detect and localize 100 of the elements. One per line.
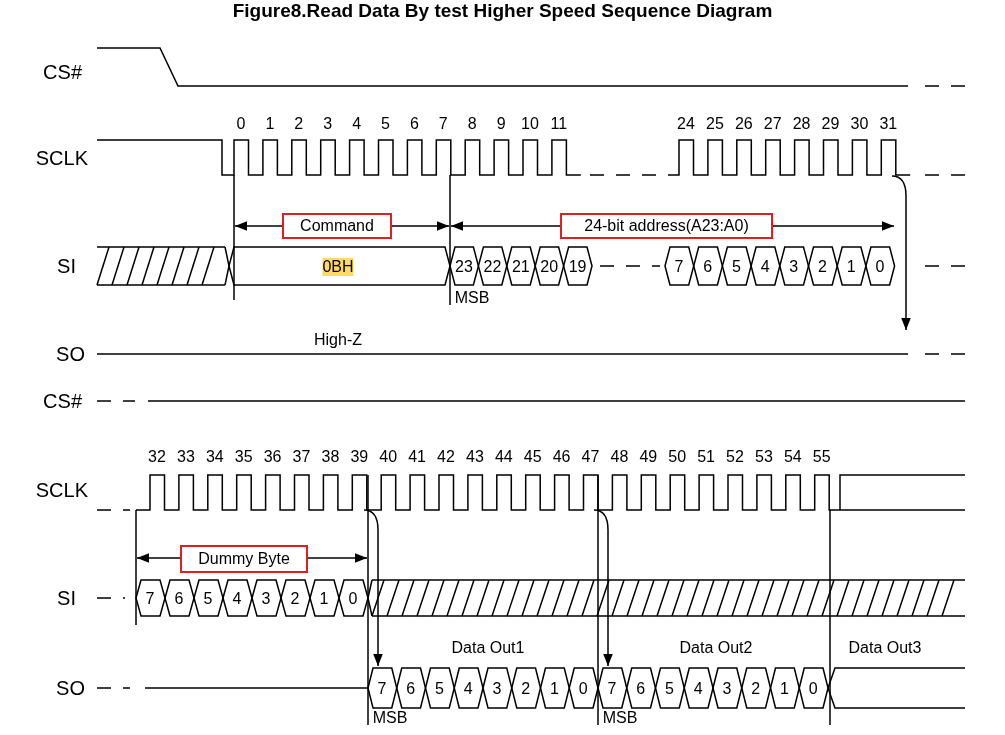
bit-value: 3: [261, 590, 271, 608]
clock-number: 51: [697, 448, 715, 466]
signal-name: SO: [56, 679, 85, 697]
bit-value: 5: [665, 680, 674, 698]
clock-number: 27: [763, 115, 782, 133]
data-byte-label: Data Out1: [451, 639, 525, 657]
bit-value: 4: [693, 680, 703, 698]
label-box: 24-bit address(A23:A0): [560, 213, 773, 239]
clock-number: 9: [496, 115, 506, 133]
bit-value: 1: [550, 680, 559, 698]
label-box: Dummy Byte: [180, 545, 308, 573]
bit-value: 0: [875, 258, 885, 276]
bit-value: 7: [674, 258, 684, 276]
clock-number: 32: [148, 448, 166, 466]
msb-marker: MSB: [372, 709, 408, 727]
bit-value: 6: [636, 680, 646, 698]
clock-number: 7: [438, 115, 448, 133]
clock-number: 4: [352, 115, 362, 133]
clock-number: 39: [350, 448, 369, 466]
clock-number: 41: [408, 448, 426, 466]
clock-number: 36: [263, 448, 282, 466]
clock-number: 38: [321, 448, 340, 466]
bit-value: 2: [290, 590, 300, 608]
clock-number: 45: [523, 448, 542, 466]
signal-name: SCLK: [35, 149, 88, 167]
clock-number: 50: [668, 448, 687, 466]
clock-number: 5: [381, 115, 390, 133]
figure-title: Figure8.Read Data By test Higher Speed Sequence Diagram: [231, 0, 774, 22]
signal-name: SI: [57, 257, 76, 275]
clock-number: 40: [379, 448, 398, 466]
clock-number: 33: [177, 448, 195, 466]
clock-number: 25: [706, 115, 724, 133]
bit-value: 2: [521, 680, 531, 698]
bit-value: 19: [568, 258, 587, 276]
bit-value: 6: [174, 590, 184, 608]
signal-name: CS#: [43, 392, 82, 410]
clock-number: 54: [783, 448, 802, 466]
clock-number: 49: [639, 448, 658, 466]
signal-name: SO: [56, 345, 85, 363]
msb-marker: MSB: [454, 289, 490, 307]
bit-value: 7: [607, 680, 617, 698]
bit-value: 5: [203, 590, 213, 608]
bit-value: 6: [406, 680, 416, 698]
clock-number: 44: [494, 448, 513, 466]
clock-number: 47: [581, 448, 600, 466]
clock-number: 46: [552, 448, 571, 466]
signal-name: SCLK: [35, 481, 88, 499]
bit-value: 22: [483, 258, 502, 276]
bit-value: 5: [731, 258, 741, 276]
clock-number: 6: [409, 115, 419, 133]
clock-number: 24: [677, 115, 695, 133]
clock-number: 10: [521, 115, 539, 133]
bus-value: 0BH: [322, 258, 354, 276]
clock-number: 53: [755, 448, 773, 466]
bit-value: 0: [808, 680, 818, 698]
clock-number: 26: [734, 115, 753, 133]
clock-number: 35: [234, 448, 253, 466]
bit-value: 6: [703, 258, 713, 276]
clock-number: 2: [294, 115, 304, 133]
bit-value: 3: [492, 680, 502, 698]
clock-number: 55: [812, 448, 831, 466]
clock-number: 29: [821, 115, 840, 133]
bit-value: 1: [846, 258, 856, 276]
bit-value: 3: [789, 258, 799, 276]
clock-number: 11: [550, 115, 568, 133]
signal-name: SI: [57, 589, 76, 607]
bit-value: 20: [540, 258, 559, 276]
clock-number: 1: [265, 115, 275, 133]
clock-number: 3: [323, 115, 333, 133]
bit-value: 4: [463, 680, 473, 698]
clock-number: 42: [437, 448, 455, 466]
clock-number: 0: [236, 115, 246, 133]
signal-name: CS#: [43, 63, 82, 81]
data-byte-label: Data Out2: [679, 639, 753, 657]
data-byte-label: Data Out3: [848, 639, 922, 657]
clock-number: 31: [879, 115, 898, 133]
bit-value: 23: [455, 258, 473, 276]
clock-number: 48: [610, 448, 629, 466]
clock-number: 28: [792, 115, 811, 133]
bit-value: 0: [348, 590, 358, 608]
bit-value: 2: [818, 258, 827, 276]
clock-number: 43: [466, 448, 484, 466]
clock-number: 34: [205, 448, 224, 466]
clock-number: 30: [850, 115, 869, 133]
bit-value: 4: [232, 590, 242, 608]
bit-value: 7: [377, 680, 387, 698]
clock-number: 52: [726, 448, 744, 466]
clock-number: 8: [467, 115, 477, 133]
bit-value: 5: [435, 680, 444, 698]
bit-value: 1: [780, 680, 789, 698]
bit-value: 21: [511, 258, 530, 276]
msb-marker: MSB: [602, 709, 638, 727]
state-label: High-Z: [314, 331, 362, 349]
bit-value: 3: [722, 680, 732, 698]
label-box: Command: [282, 213, 392, 239]
bit-value: 4: [760, 258, 770, 276]
bit-value: 7: [145, 590, 155, 608]
bit-value: 0: [578, 680, 588, 698]
bit-value: 1: [319, 590, 329, 608]
clock-number: 37: [292, 448, 311, 466]
